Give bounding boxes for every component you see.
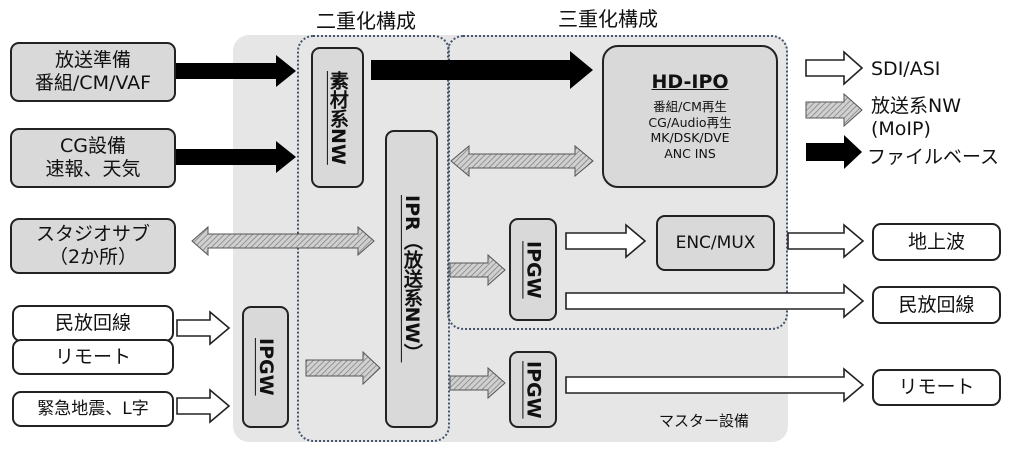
arrow-sdi bbox=[805, 50, 864, 86]
arrow-ipr-hdipo-bidirectional bbox=[450, 144, 594, 178]
private-line-input-box: 民放回線 bbox=[12, 305, 174, 342]
remote-input-box: リモート bbox=[12, 339, 174, 375]
arrow-material-to-hdipo bbox=[371, 51, 593, 89]
arrow-ipr-to-ipgw-lower bbox=[449, 366, 506, 400]
arrow-quake-to-ipgw bbox=[176, 388, 231, 424]
arrow-file-base bbox=[806, 135, 862, 169]
hd-ipo-line-4: ANC INS bbox=[664, 146, 716, 161]
dual-redundancy-label: 二重化構成 bbox=[316, 9, 416, 33]
ipgw-lower-box: IPGW bbox=[509, 351, 557, 428]
ipgw-left-box: IPGW bbox=[242, 306, 289, 428]
material-nw-label: 素材系NW bbox=[326, 70, 349, 165]
cg-equipment-box: CG設備 速報、天気 bbox=[10, 128, 176, 188]
triple-redundancy-label: 三重化構成 bbox=[558, 7, 658, 31]
hd-ipo-box: HD-IPO 番組/CM再生 CG/Audio再生 MK/DSK/DVE ANC… bbox=[602, 45, 778, 188]
master-equipment-label: マスター設備 bbox=[659, 412, 750, 430]
arrow-ipgw-to-ipr bbox=[305, 350, 381, 386]
arrow-encmux-to-terrestrial bbox=[787, 223, 865, 259]
sdi-asi-label: SDI/ASI bbox=[871, 58, 941, 80]
arrow-ipr-to-ipgw-upper bbox=[449, 253, 506, 287]
arrow-private-to-ipgw bbox=[176, 310, 231, 346]
ipr-label: IPR（放送系NW） bbox=[400, 195, 423, 363]
triple-redundancy-region bbox=[447, 35, 788, 330]
broadcast-prep-line1: 放送準備 bbox=[54, 49, 131, 72]
studio-sub-line1: スタジオサブ bbox=[35, 223, 150, 246]
broadcast-prep-box: 放送準備 番組/CM/VAF bbox=[10, 42, 176, 102]
ipgw-left-label: IPGW bbox=[254, 338, 277, 396]
enc-mux-box: ENC/MUX bbox=[656, 215, 775, 271]
arrow-prep-to-material bbox=[176, 55, 296, 87]
broadcast-nw-label: 放送系NW bbox=[871, 95, 961, 117]
arrow-broadcast-nw bbox=[805, 92, 863, 128]
hd-ipo-line-1: 番組/CM再生 bbox=[653, 99, 727, 115]
hd-ipo-line-2: CG/Audio再生 bbox=[648, 114, 732, 130]
ipgw-upper-box: IPGW bbox=[509, 218, 557, 321]
arrow-ipgw-to-private-out bbox=[565, 283, 865, 319]
arrow-studio-bidirectional bbox=[191, 225, 375, 257]
arrow-cg-to-material bbox=[176, 141, 296, 173]
hd-ipo-title: HD-IPO bbox=[651, 71, 729, 94]
private-line-output-box: 民放回線 bbox=[872, 286, 1001, 324]
studio-sub-line2: （2か所） bbox=[48, 246, 138, 268]
file-base-label: ファイルベース bbox=[867, 146, 1000, 168]
material-nw-box: 素材系NW bbox=[311, 47, 364, 188]
arrow-ipgw-to-encmux bbox=[565, 223, 647, 259]
ipgw-upper-label: IPGW bbox=[522, 240, 545, 299]
cg-line1: CG設備 bbox=[60, 135, 126, 158]
quake-input-box: 緊急地震、L字 bbox=[12, 391, 174, 427]
arrow-ipgw-to-remote-out bbox=[565, 367, 865, 403]
terrestrial-output-box: 地上波 bbox=[872, 223, 1001, 261]
studio-sub-box: スタジオサブ （2か所） bbox=[10, 218, 176, 274]
remote-output-box: リモート bbox=[872, 369, 1001, 406]
hd-ipo-line-3: MK/DSK/DVE bbox=[650, 130, 730, 146]
moip-label: (MoIP) bbox=[871, 118, 931, 140]
ipr-box: IPR（放送系NW） bbox=[385, 130, 438, 428]
cg-line2: 速報、天気 bbox=[45, 158, 141, 180]
ipgw-lower-label: IPGW bbox=[522, 360, 545, 419]
broadcast-prep-line2: 番組/CM/VAF bbox=[34, 72, 152, 94]
